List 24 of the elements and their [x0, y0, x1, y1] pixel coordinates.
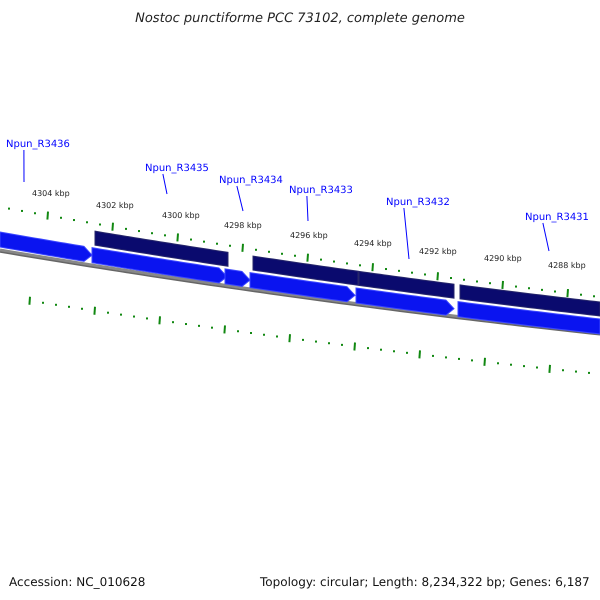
scale-label: 4292 kbp: [419, 248, 457, 256]
scale-label: 4302 kbp: [96, 202, 134, 210]
gene-label: Npun_R3432: [386, 198, 450, 208]
gene-label: Npun_R3433: [289, 186, 353, 196]
scale-label: 4300 kbp: [162, 212, 200, 220]
leader-line: [542, 222, 550, 252]
footer-text: Accession: NC_010628: [9, 576, 146, 588]
gene-label: Npun_R3434: [219, 176, 283, 186]
scale-label: 4296 kbp: [290, 232, 328, 240]
scale-label: 4298 kbp: [224, 222, 262, 230]
leader-line: [306, 196, 308, 222]
leader-line: [403, 208, 410, 260]
leader-line: [23, 150, 24, 182]
gene-label: Npun_R3435: [145, 164, 209, 174]
leader-line: [236, 186, 244, 212]
diagram-title: Nostoc punctiforme PCC 73102, complete genome: [134, 11, 466, 26]
footer-text: Topology: circular; Length: 8,234,322 bp; Genes: 6,187: [260, 576, 590, 588]
gene-label: Npun_R3436: [6, 140, 70, 150]
gene-label: Npun_R3431: [525, 213, 589, 223]
scale-label: 4288 kbp: [548, 262, 586, 270]
scale-label: 4294 kbp: [354, 240, 392, 248]
scale-label: 4304 kbp: [32, 190, 70, 198]
leader-line: [162, 174, 168, 194]
scale-label: 4290 kbp: [484, 255, 522, 263]
